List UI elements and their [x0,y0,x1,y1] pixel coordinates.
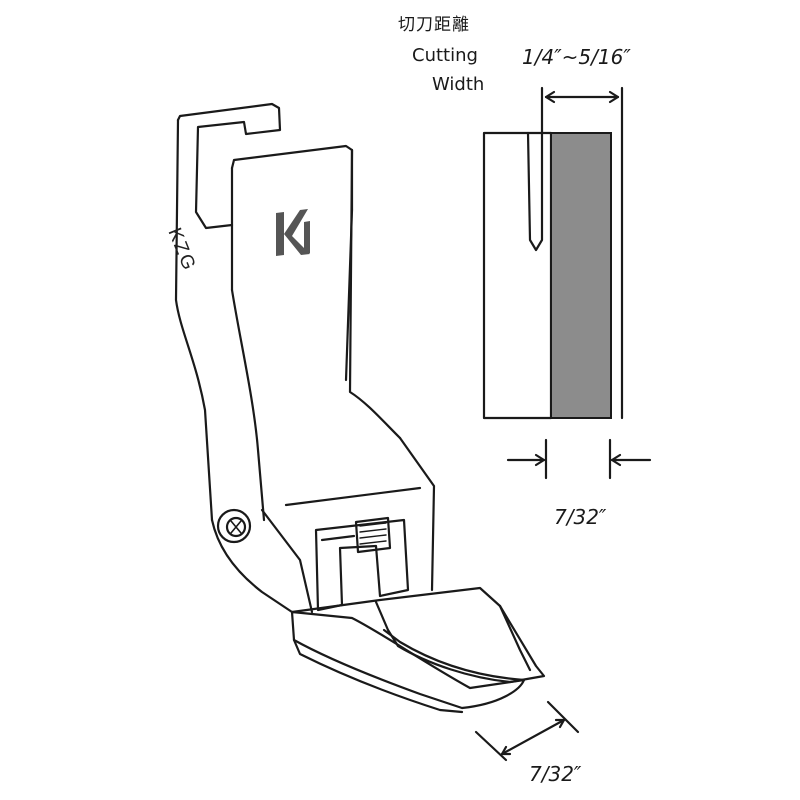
back-shank-left-edge [174,118,214,522]
front-shank [230,144,354,212]
cutting-label: Cutting [412,45,478,66]
body-right [398,436,436,592]
screw-outer [216,508,252,544]
back-shank [176,102,282,230]
slot-inner [320,534,356,542]
blade-gap-label: 7/32″ [554,505,607,529]
screw-inner [225,516,247,538]
cutting-range-label: 1/4″~5/16″ [522,45,631,69]
body-top [284,486,422,507]
kh-logo-icon [276,209,310,256]
body-front [260,508,314,614]
body-left [210,518,294,614]
toe-split [382,628,526,682]
slot [314,518,410,612]
width-label: Width [432,74,485,95]
spring [354,516,392,554]
sole-edge [292,638,464,714]
sole-plate [290,586,532,672]
cutting-blade [550,132,612,419]
cutting-width-zh-label: 切刀距離 [398,15,470,35]
left-toe [290,610,526,710]
right-toe [374,600,546,684]
shank-neck [230,288,266,522]
shank-ridge [344,208,354,382]
toe-gap-label: 7/32″ [529,762,582,786]
front-shank-right-edge [348,148,402,440]
fence-notch [526,131,544,252]
